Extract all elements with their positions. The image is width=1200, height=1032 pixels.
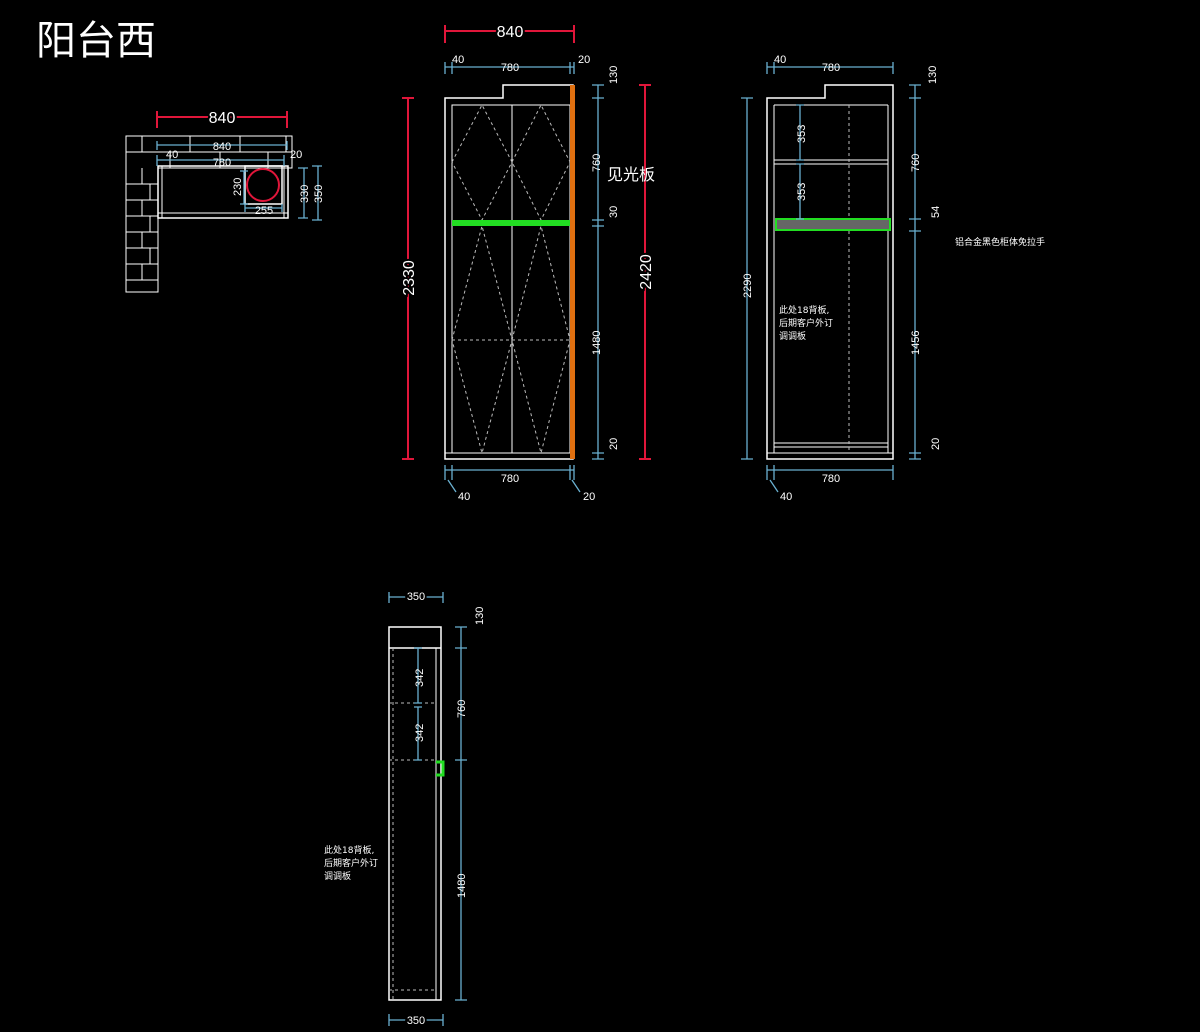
plan-pipe-box bbox=[244, 165, 283, 205]
side-shelf-342b: 342 bbox=[414, 724, 426, 742]
front-height-2420: 2420 bbox=[638, 254, 655, 290]
plan-dim-780: 780 bbox=[213, 157, 231, 169]
plan-dim-230: 230 bbox=[232, 178, 244, 196]
plan-dim-255: 255 bbox=[255, 205, 273, 217]
plan-dim-20: 20 bbox=[290, 149, 302, 161]
plan-view: 840 840 40 780 20 230 255 330 350 bbox=[125, 108, 325, 293]
interior-v-130: 130 bbox=[927, 66, 939, 84]
plan-cabinet bbox=[157, 165, 289, 219]
front-top-20: 20 bbox=[578, 54, 590, 66]
plan-dim-40: 40 bbox=[166, 149, 178, 161]
front-v-760: 760 bbox=[591, 154, 603, 172]
plan-dim-350: 350 bbox=[313, 185, 325, 203]
interior-top-40: 40 bbox=[774, 54, 786, 66]
side-top-350: 350 bbox=[407, 591, 425, 603]
side-v-760: 760 bbox=[456, 700, 468, 718]
front-width-840: 840 bbox=[497, 24, 524, 41]
interior-v-760: 760 bbox=[910, 154, 922, 172]
drawing-title: 阳台西 bbox=[36, 18, 156, 64]
side-bottom-350: 350 bbox=[407, 1015, 425, 1027]
side-v-130: 130 bbox=[474, 607, 486, 625]
front-bottom-780: 780 bbox=[501, 473, 519, 485]
side-v-1480: 1480 bbox=[456, 874, 468, 898]
side-note-line: 调调板 bbox=[324, 870, 351, 882]
interior-note-line: 此处18背板, bbox=[779, 304, 829, 316]
plan-dim-840: 840 bbox=[213, 141, 231, 153]
interior-note-handleless: 铝合金黑色柜体免拉手 bbox=[955, 236, 1045, 248]
interior-top-780: 780 bbox=[822, 62, 840, 74]
exposed-panel-label: 见光板 bbox=[607, 166, 655, 184]
interior-v-54: 54 bbox=[930, 206, 942, 218]
side-note-line: 此处18背板, bbox=[324, 844, 374, 856]
interior-height-2290: 2290 bbox=[742, 274, 754, 298]
pipe-circle bbox=[246, 168, 280, 202]
front-v-130: 130 bbox=[608, 66, 620, 84]
exposed-side-panel bbox=[570, 85, 575, 459]
plan-overall-dim bbox=[156, 111, 288, 128]
interior-v-1456: 1456 bbox=[910, 331, 922, 355]
front-height-2330: 2330 bbox=[401, 260, 418, 296]
front-v-1480: 1480 bbox=[591, 331, 603, 355]
front-v-30: 30 bbox=[608, 206, 620, 218]
front-top-40: 40 bbox=[452, 54, 464, 66]
interior-shelf-353a: 353 bbox=[796, 125, 808, 143]
interior-bottom-40: 40 bbox=[780, 491, 792, 503]
front-top-780: 780 bbox=[501, 62, 519, 74]
side-green-rail bbox=[436, 760, 445, 777]
interior-v-20: 20 bbox=[930, 438, 942, 450]
interior-shelf-353b: 353 bbox=[796, 183, 808, 201]
side-shelf-342a: 342 bbox=[414, 669, 426, 687]
front-elevation: 840 2330 2420 40 780 20 130 760 30 1480 … bbox=[399, 22, 657, 503]
plan-dim-330: 330 bbox=[299, 185, 311, 203]
interior-bottom-780: 780 bbox=[822, 473, 840, 485]
interior-green-rail bbox=[775, 218, 891, 231]
front-v-20: 20 bbox=[608, 438, 620, 450]
plan-overall-label: 840 bbox=[209, 110, 236, 127]
front-bottom-40: 40 bbox=[458, 491, 470, 503]
side-elevation: 350 350 130 760 1480 342 342 此处18背板, 后期客… bbox=[324, 589, 486, 1029]
interior-note-line: 调调板 bbox=[779, 330, 806, 342]
interior-note-line: 后期客户外订 bbox=[779, 317, 833, 329]
door-swing-lines bbox=[451, 103, 571, 455]
front-green-rail bbox=[452, 220, 570, 226]
front-bottom-20: 20 bbox=[583, 491, 595, 503]
side-note-line: 后期客户外订 bbox=[324, 857, 378, 869]
interior-elevation: 40 780 130 760 54 1456 20 2290 353 353 7… bbox=[741, 54, 1045, 503]
